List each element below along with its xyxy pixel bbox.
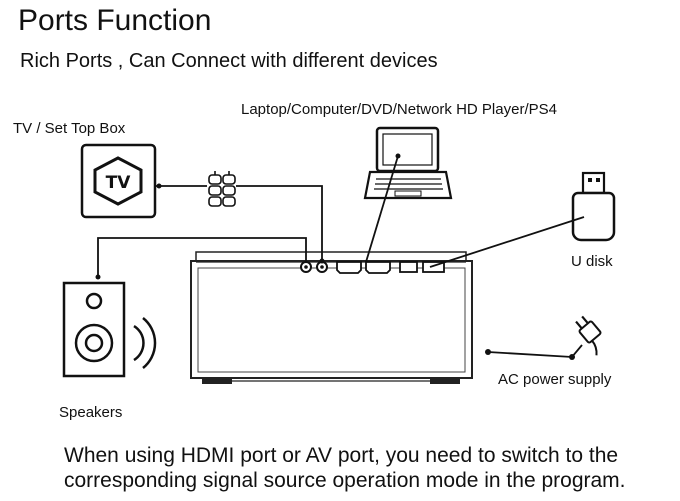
hdmi-cable (365, 155, 399, 263)
ac-power-label: AC power supply (498, 371, 612, 388)
power-plug-icon (575, 315, 602, 356)
page-subtitle: Rich Ports , Can Connect with different … (20, 50, 438, 72)
instruction-note-line-2: corresponding signal source operation mo… (64, 469, 626, 492)
laptop-icon (363, 126, 453, 200)
projector-foot-right (430, 378, 460, 384)
usb-port-1 (399, 261, 418, 273)
usb-cable (429, 216, 585, 268)
page-title: Ports Function (18, 4, 212, 37)
tv-icon-text: TV (106, 173, 132, 193)
usb-port-2 (422, 261, 445, 273)
speakers-label: Speakers (59, 404, 123, 421)
tv-icon: TV (80, 143, 157, 219)
projector-face (197, 267, 466, 373)
udisk-label: U disk (571, 253, 613, 270)
speaker-cable (97, 237, 307, 277)
projector-foot-left (202, 378, 232, 384)
rca-connector-icon (208, 171, 236, 207)
instruction-note-line-1: When using HDMI port or AV port, you nee… (64, 444, 619, 467)
hdmi-port-1 (336, 261, 362, 274)
projector-icon (190, 251, 473, 384)
hdmi-port-2 (365, 261, 391, 274)
port-panel (300, 261, 445, 274)
power-cable (487, 344, 583, 358)
usb-drive-icon (571, 171, 616, 242)
laptop-label: Laptop/Computer/DVD/Network HD Player/PS… (241, 101, 557, 118)
tv-label: TV / Set Top Box (13, 120, 126, 137)
av-cable (236, 185, 323, 261)
speaker-icon (62, 281, 157, 378)
instruction-note: When using HDMI port or AV port, you nee… (64, 443, 674, 493)
